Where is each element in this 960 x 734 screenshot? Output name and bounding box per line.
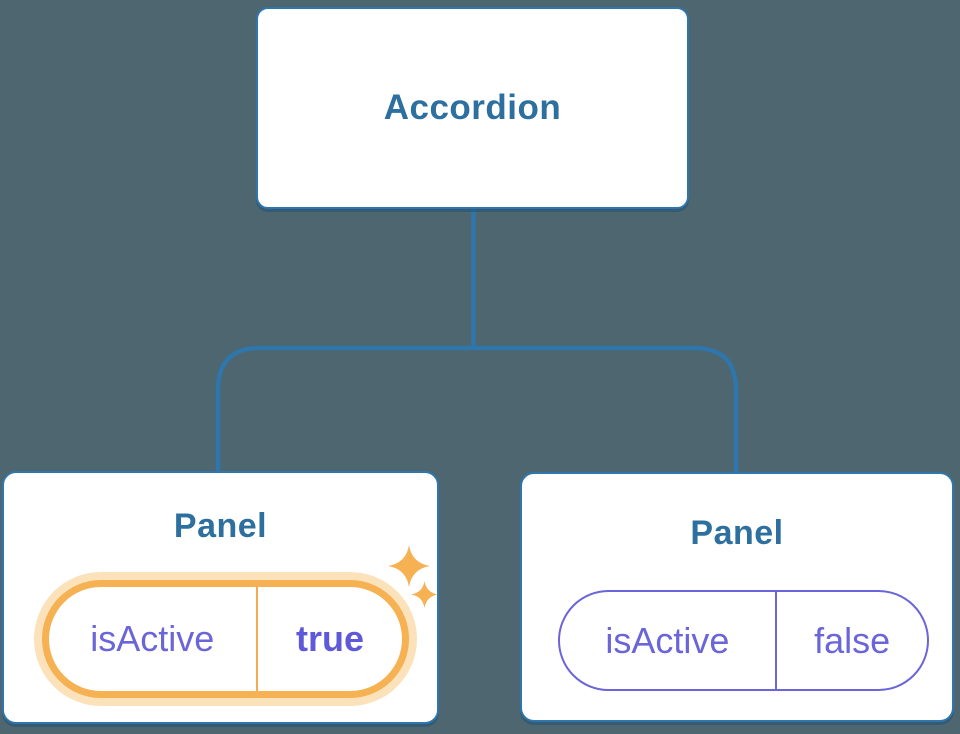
prop-name-label: isActive (605, 619, 730, 661)
pill-divider (255, 587, 258, 691)
panel-node-inactive: Panel isActive false (520, 472, 954, 722)
panel-title: Panel (173, 507, 268, 545)
state-pill-inactive: isActive false (558, 590, 929, 691)
prop-name-label: isActive (90, 618, 215, 659)
prop-value-label: true (295, 618, 364, 659)
sparkle-icon (388, 545, 430, 587)
accordion-node-label: Accordion (383, 88, 562, 127)
accordion-node: Accordion (256, 7, 689, 209)
connector-branches (215, 345, 739, 474)
state-pill-active: isActive true (42, 580, 409, 698)
pill-divider (774, 592, 778, 689)
prop-value-label: false (814, 619, 891, 661)
panel-node-active: Panel isActive true (2, 471, 439, 724)
panel-title: Panel (690, 514, 784, 552)
sparkle-icon (411, 581, 438, 608)
